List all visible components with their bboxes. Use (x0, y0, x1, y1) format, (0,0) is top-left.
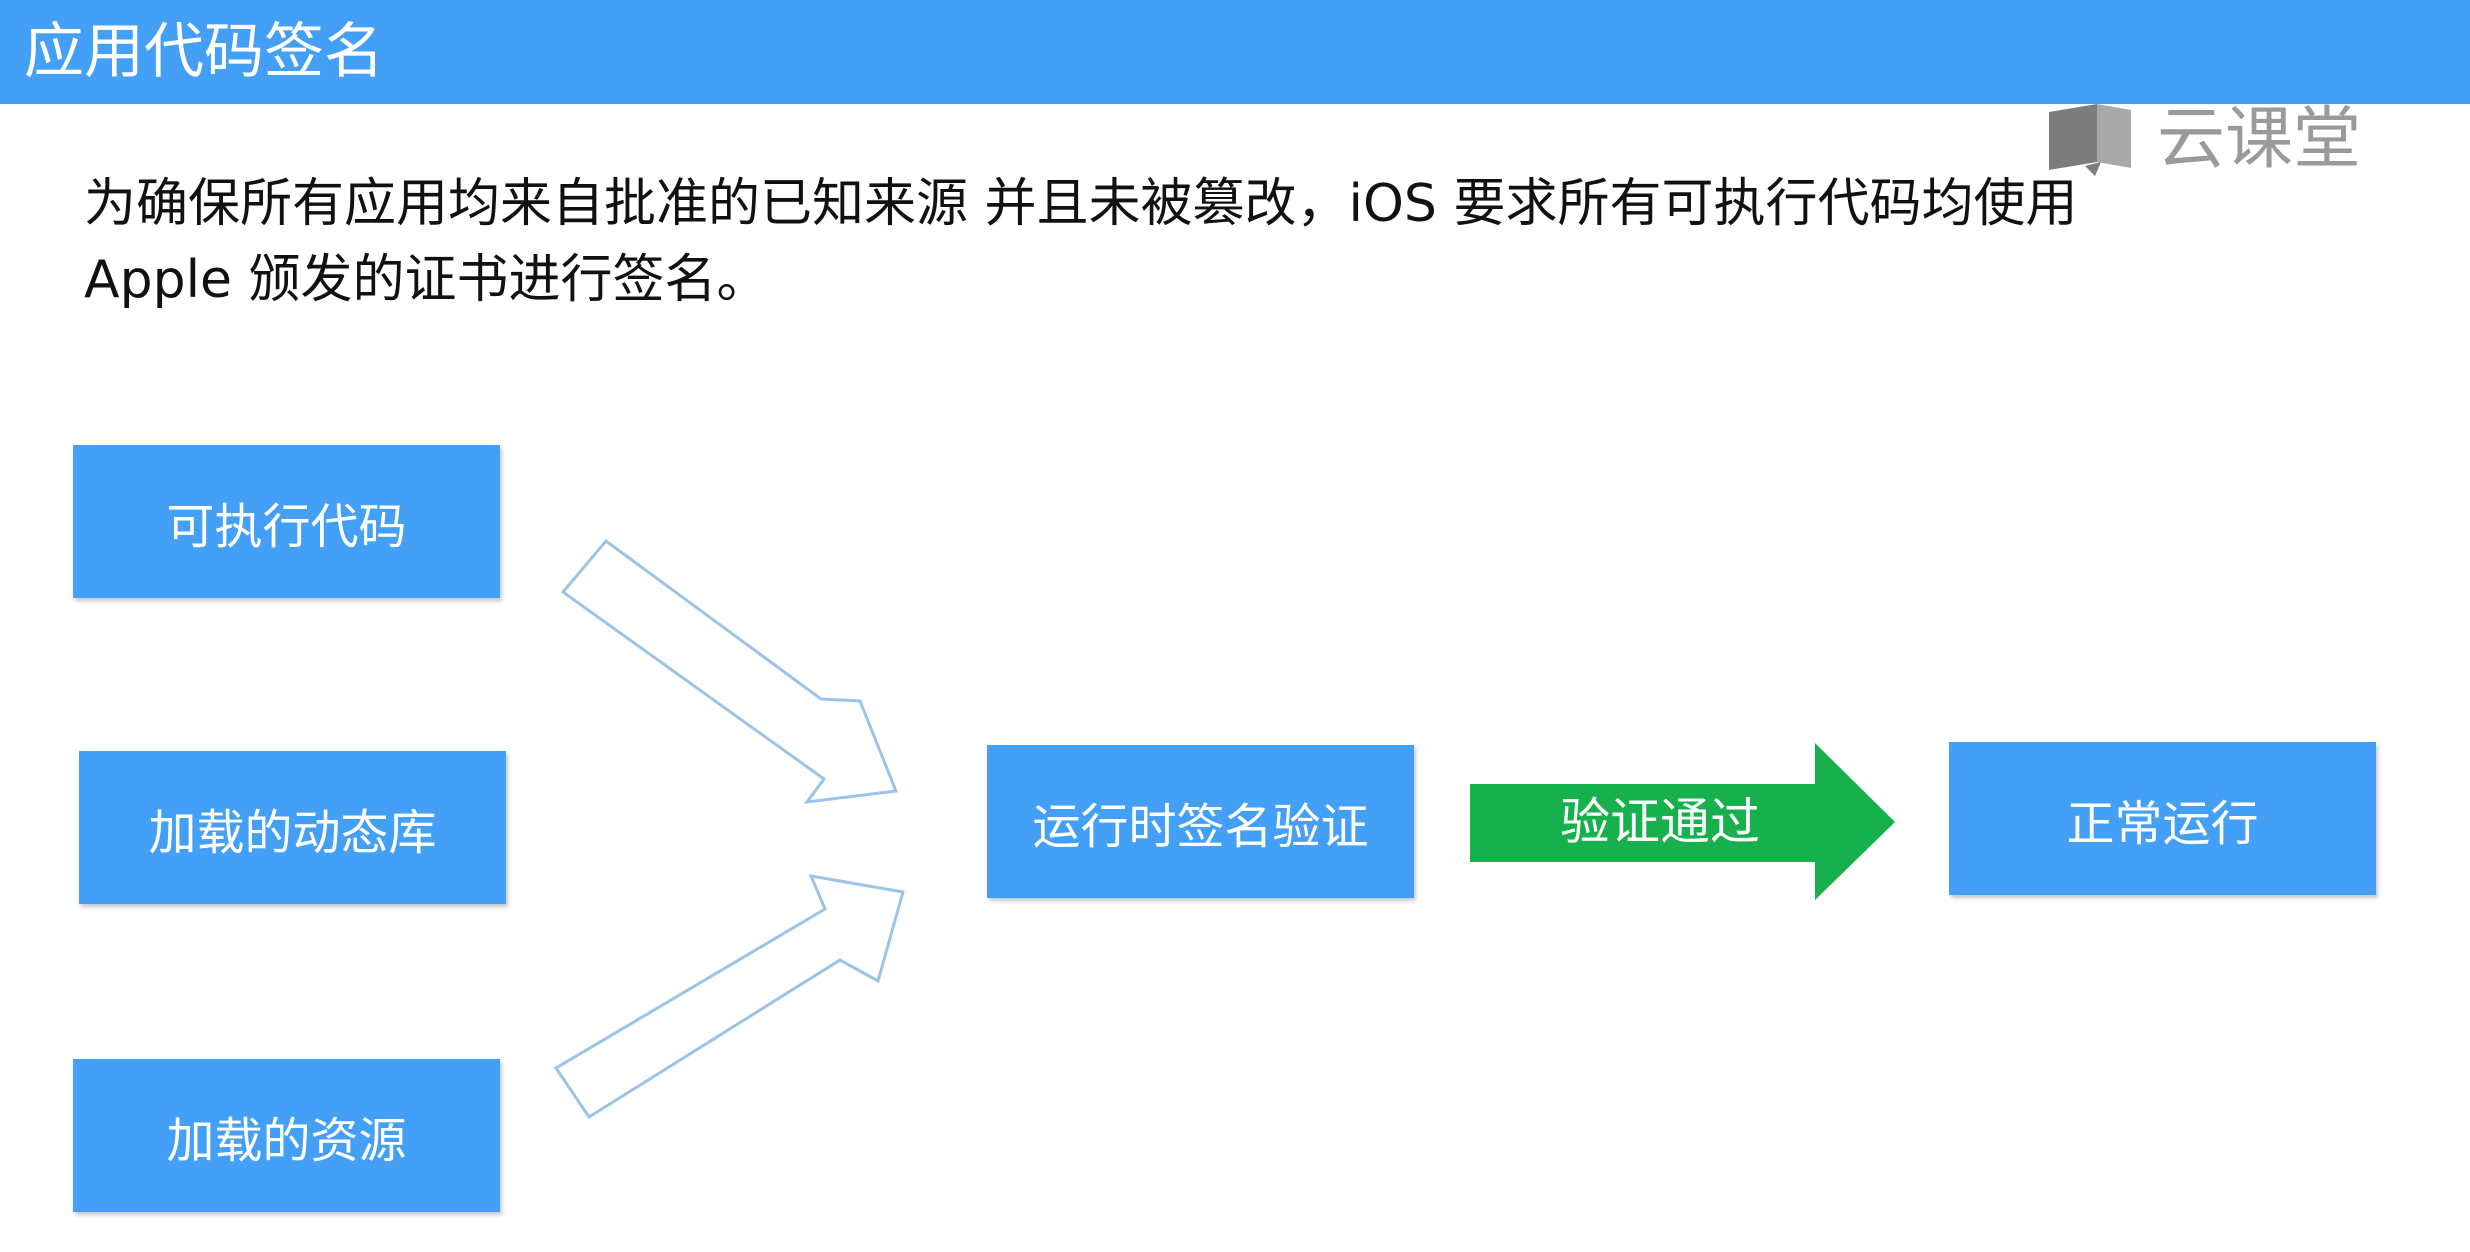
intro-line-2: Apple 颁发的证书进行签名。 (84, 250, 769, 310)
brand-logo: 云课堂 (2045, 100, 2375, 180)
box-runtime-signature-verification: 运行时签名验证 (987, 745, 1414, 898)
box-dynamic-library: 加载的动态库 (79, 751, 506, 904)
arrow-up-right-outline (553, 874, 905, 1120)
book-cloud-icon (2049, 104, 2131, 176)
arrow-down-right-outline (560, 538, 899, 804)
intro-text: 为确保所有应用均来自批准的已知来源 并且未被篡改，iOS 要求所有可执行代码均使… (84, 166, 2404, 318)
page-title: 应用代码签名 (24, 17, 384, 87)
box-executable-code: 可执行代码 (73, 445, 500, 598)
pass-label: 验证通过 (1560, 793, 1760, 851)
intro-line-1: 为确保所有应用均来自批准的已知来源 并且未被篡改，iOS 要求所有可执行代码均使… (84, 174, 2078, 234)
brand-name: 云课堂 (2157, 100, 2362, 179)
arrow-right-pass (1470, 743, 1895, 900)
header-bar (0, 0, 2470, 104)
box-normal-run: 正常运行 (1949, 742, 2376, 895)
box-resources: 加载的资源 (73, 1059, 500, 1212)
